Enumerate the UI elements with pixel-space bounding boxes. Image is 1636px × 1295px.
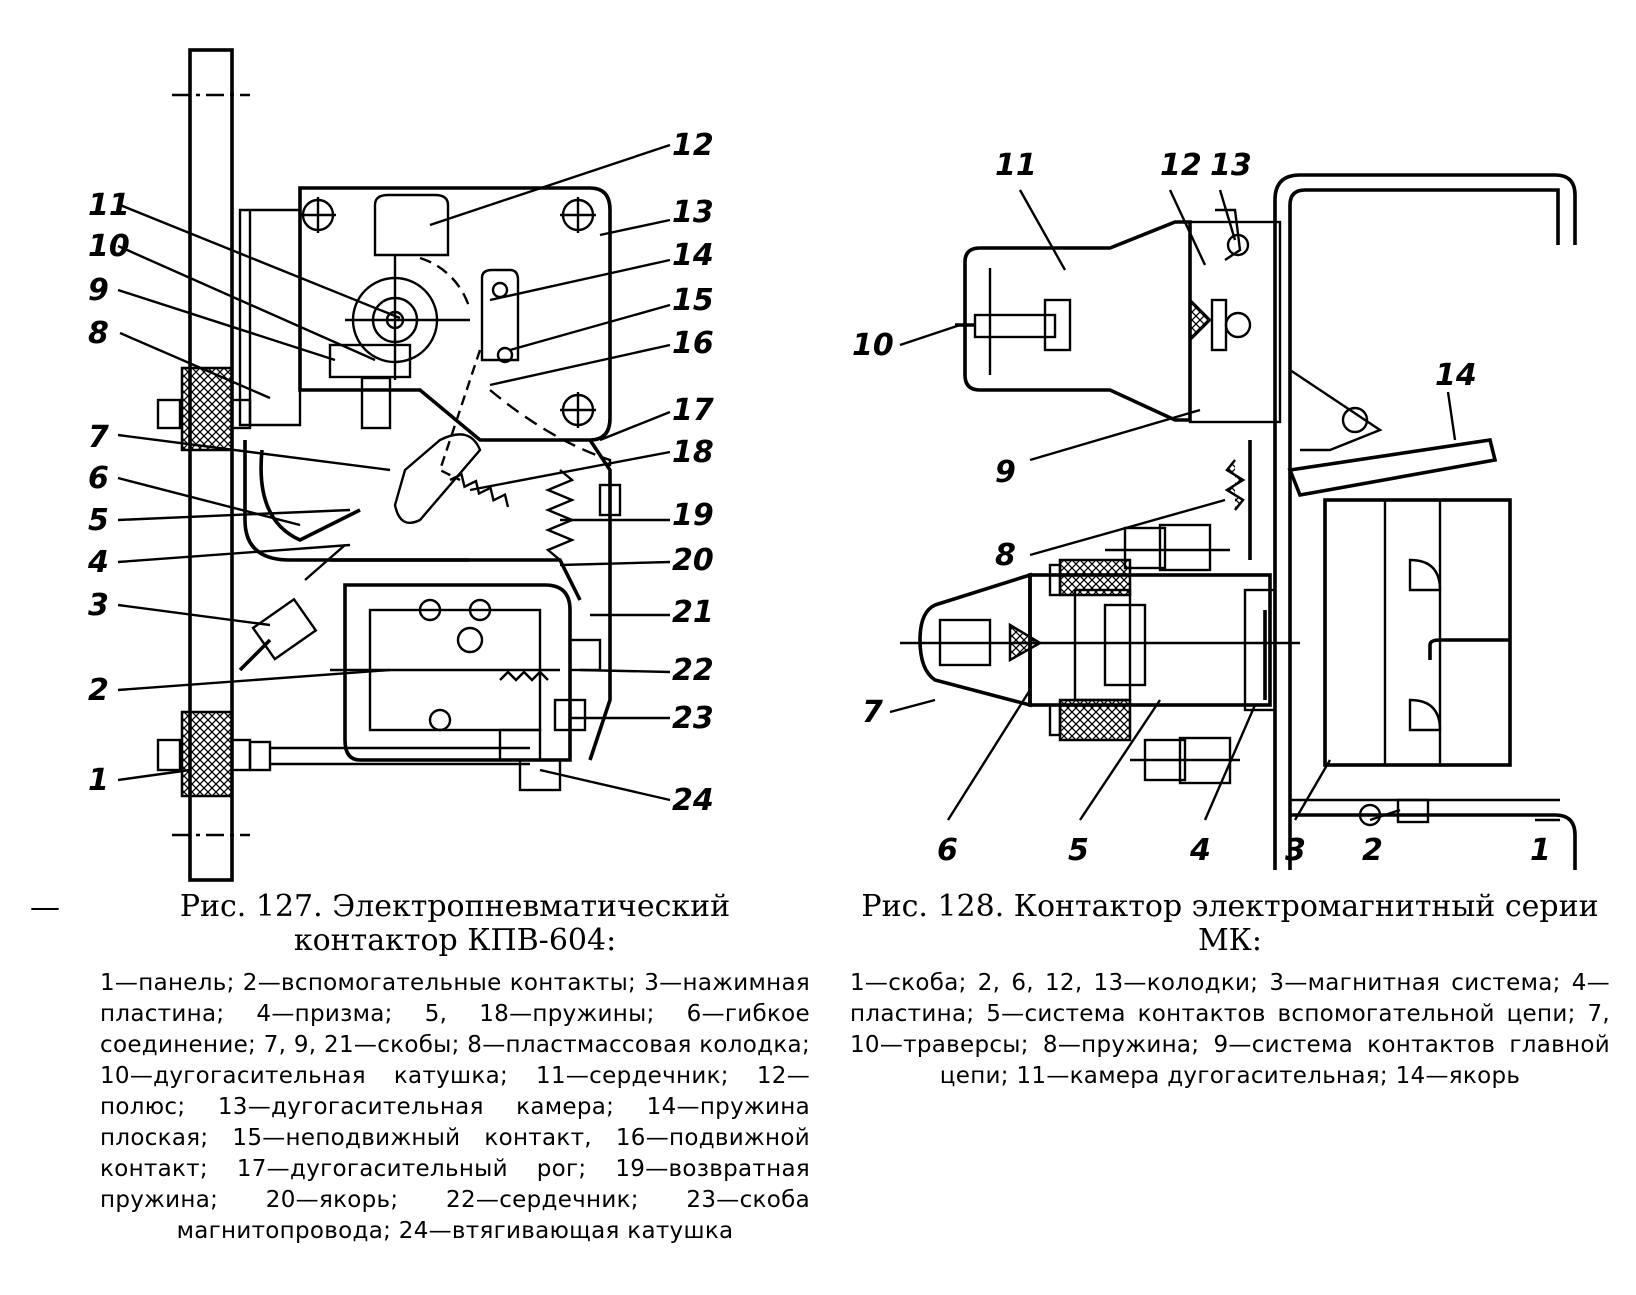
fig127-leaders [117, 143, 671, 802]
panel-1 [188, 48, 234, 882]
part-label-1: 1 [88, 763, 109, 798]
bracket-1 [1273, 173, 1577, 870]
part-label-23: 23 [672, 701, 714, 736]
fig128-title: Рис. 128. Контактор электромагнитный сер… [861, 889, 1599, 958]
part-label-15: 15 [672, 283, 714, 318]
part-labels: 1110987654321121314151617181920212223241… [87, 128, 1551, 868]
fig128-leaders [889, 189, 1560, 822]
part-label-6: 6 [88, 461, 109, 496]
part-label-9: 9 [995, 455, 1016, 490]
aux-contacts-2 [343, 583, 572, 762]
insulator-top [180, 366, 234, 452]
part-label-17: 17 [672, 393, 714, 428]
fig127-legend: 1—панель; 2—вспомогательные контакты; 3—… [100, 970, 810, 1244]
part-label-24: 24 [672, 783, 714, 818]
part-label-11: 11 [995, 148, 1037, 183]
part-label-16: 16 [672, 326, 714, 361]
part-label-18: 18 [672, 435, 714, 470]
part-label-5: 5 [1068, 833, 1089, 868]
part-label-7: 7 [88, 420, 109, 455]
part-label-4: 4 [87, 545, 109, 580]
part-label-3: 3 [88, 588, 109, 623]
part-label-20: 20 [672, 543, 714, 578]
magnetic-system-3 [1323, 498, 1512, 767]
caption-dash: — [30, 890, 60, 925]
part-label-8: 8 [995, 538, 1016, 573]
arc-chamber-13 [298, 186, 612, 442]
part-label-7: 7 [862, 695, 883, 730]
fig128-drawing [900, 173, 1577, 870]
part-label-22: 22 [672, 653, 714, 688]
part-label-14: 14 [672, 238, 714, 273]
part-label-13: 13 [672, 195, 714, 230]
fig127-caption: Рис. 127. Электропневматический контакто… [100, 890, 810, 1247]
arc-chamber-11 [963, 220, 1192, 422]
part-label-12: 12 [672, 128, 714, 163]
part-label-12: 12 [1160, 148, 1202, 183]
part-label-2: 2 [88, 673, 109, 708]
armature-14 [1287, 437, 1498, 498]
part-label-3: 3 [1285, 833, 1306, 868]
part-label-1: 1 [1530, 833, 1551, 868]
part-label-21: 21 [672, 595, 714, 630]
part-label-19: 19 [672, 498, 714, 533]
part-label-2: 2 [1362, 833, 1383, 868]
part-label-13: 13 [1210, 148, 1252, 183]
part-label-10: 10 [88, 229, 130, 264]
part-label-5: 5 [88, 503, 109, 538]
fig127-drawing [156, 48, 622, 882]
part-label-9: 9 [88, 273, 109, 308]
part-label-14: 14 [1435, 358, 1477, 393]
part-label-8: 8 [88, 316, 109, 351]
part-label-4: 4 [1189, 833, 1211, 868]
part-label-6: 6 [937, 833, 958, 868]
fig127-title: Рис. 127. Электропневматический контакто… [179, 889, 731, 958]
part-label-10: 10 [852, 328, 894, 363]
part-label-11: 11 [88, 188, 130, 223]
fig128-caption: Рис. 128. Контактор электромагнитный сер… [850, 890, 1610, 1092]
fig128-legend: 1—скоба; 2, 6, 12, 13—колодки; 3—магнитн… [850, 970, 1610, 1089]
insulator-bottom [180, 710, 234, 798]
